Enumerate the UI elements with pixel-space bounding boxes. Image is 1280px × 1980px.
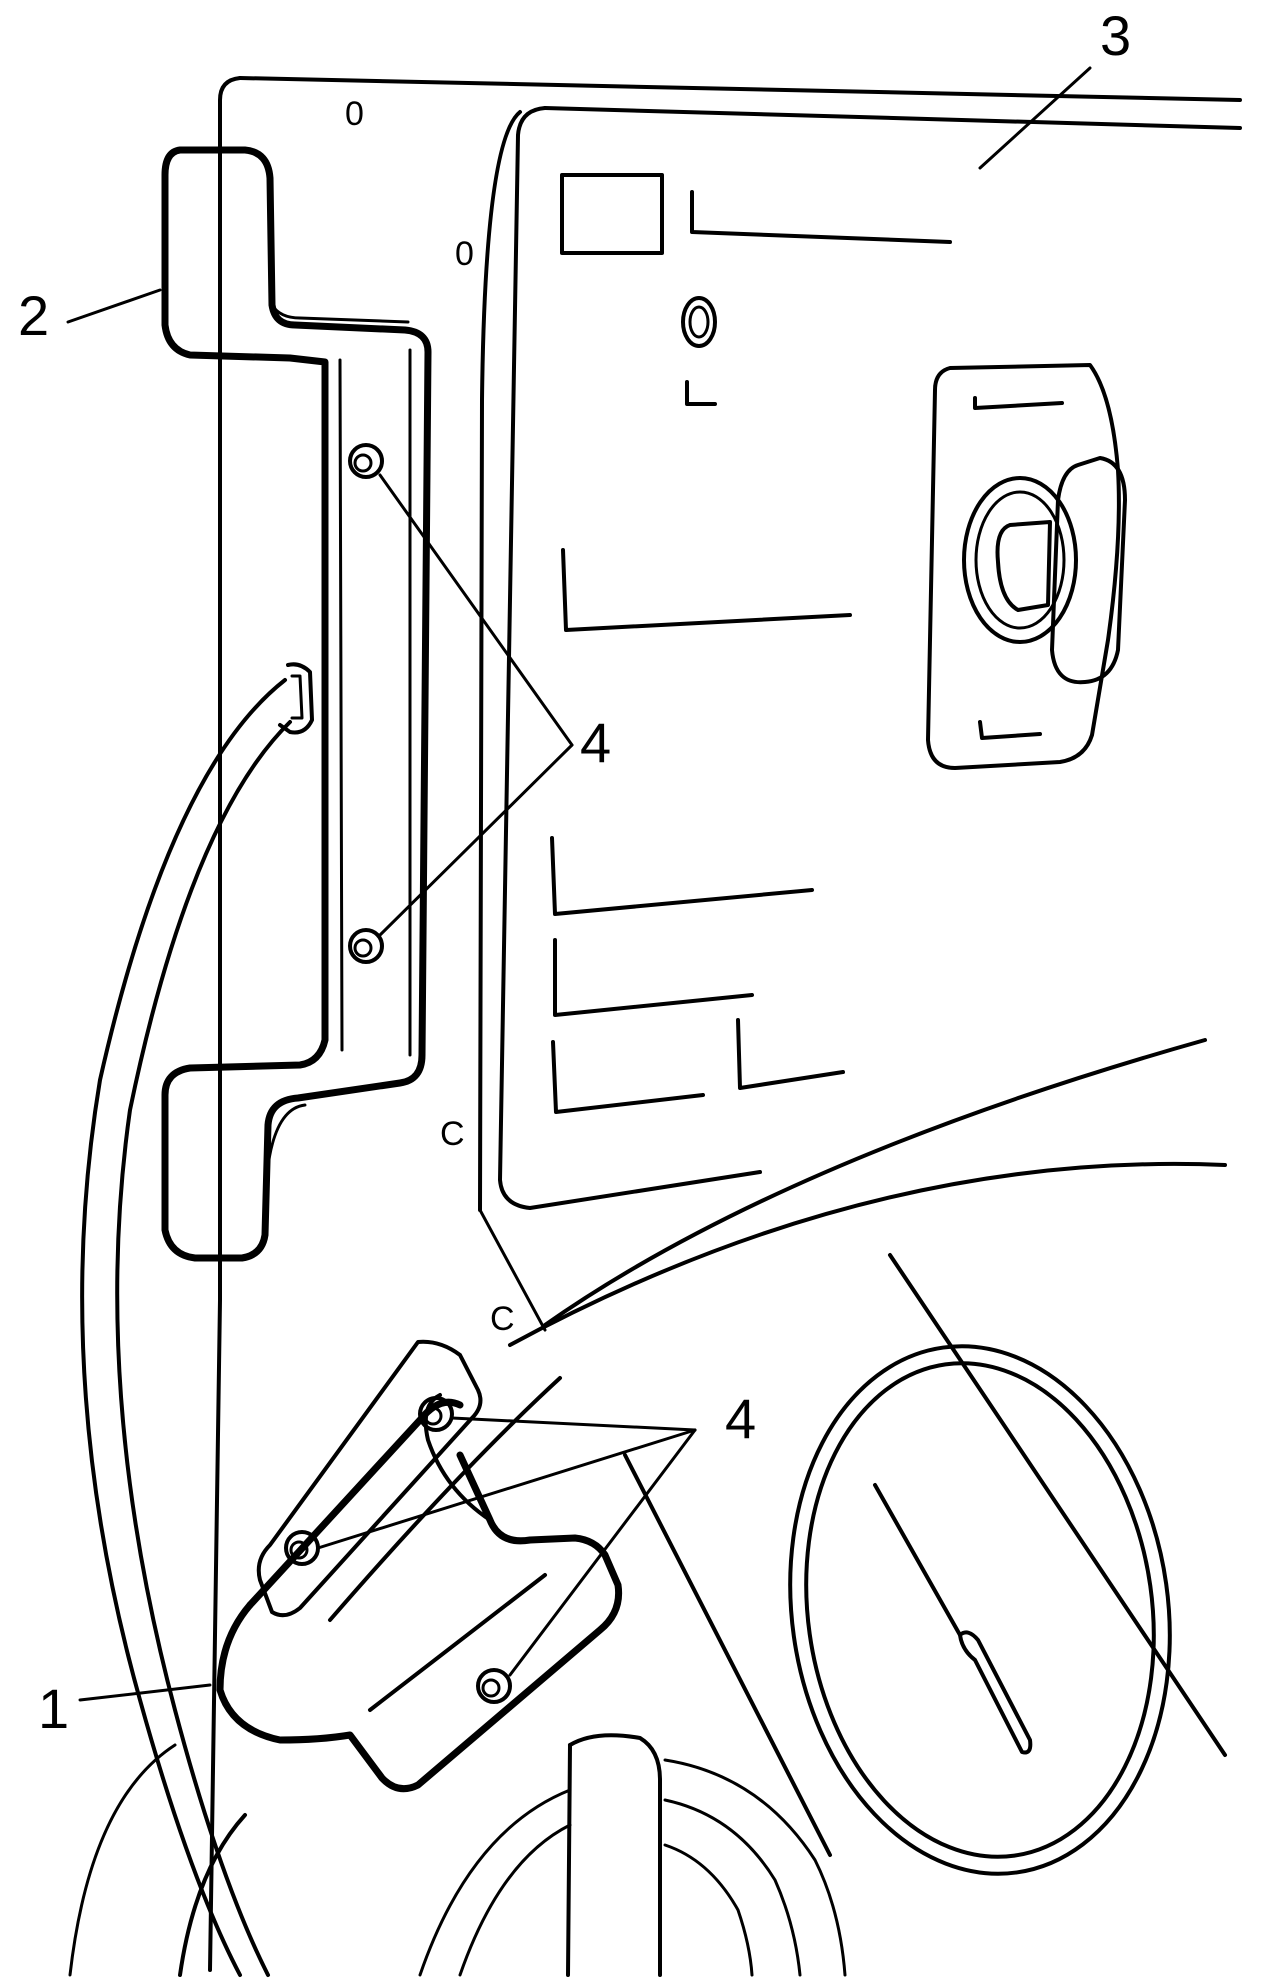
bracket-2	[161, 146, 432, 1262]
cable	[80, 662, 314, 1977]
panel-grommet	[681, 296, 717, 348]
body-panel	[208, 76, 1242, 1972]
callout-3: 3	[1100, 4, 1131, 67]
handle-bezel	[926, 363, 1127, 770]
callout-4-lower: 4	[725, 1387, 756, 1450]
panel-rect-feature	[560, 173, 664, 255]
leader-lines	[66, 66, 1092, 1702]
harness-arcs	[68, 1733, 847, 1977]
round-gauge	[788, 1344, 1172, 1876]
callout-1: 1	[38, 1677, 69, 1740]
panel-mark-c-mid: C	[440, 1115, 465, 1153]
module-bolt-right	[476, 1668, 512, 1704]
trim-panel	[478, 106, 1242, 1212]
callout-4-upper: 4	[580, 711, 611, 774]
bracket-bolt-lower	[348, 928, 384, 964]
panel-mark-o-top: 0	[345, 95, 364, 133]
door-handle	[1050, 456, 1127, 685]
callout-2: 2	[18, 284, 49, 347]
panel-mark-c-low: C	[490, 1300, 515, 1338]
panel-mark-o-second: 0	[455, 235, 474, 273]
module-bolt-top	[418, 1396, 454, 1432]
handle-escutcheon	[962, 476, 1078, 644]
bracket-bolt-upper	[348, 443, 384, 479]
